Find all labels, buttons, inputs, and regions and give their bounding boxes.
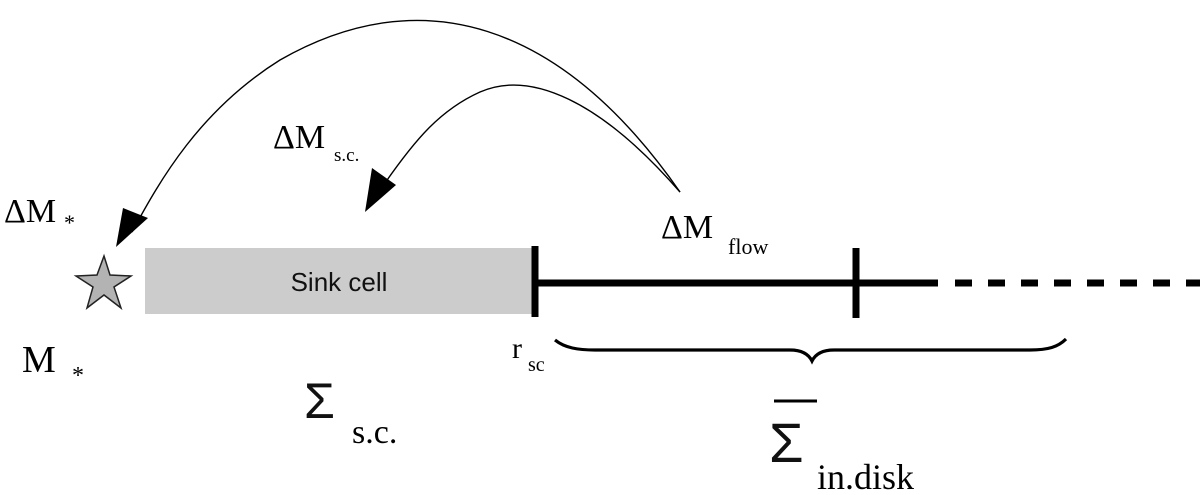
sink-cell-label: Sink cell — [291, 267, 388, 297]
svg-text:sc: sc — [528, 354, 545, 376]
delta-m-star-label: ΔM * — [4, 193, 75, 235]
svg-text:in.disk: in.disk — [817, 457, 914, 495]
arrowhead-to-sink-cell — [365, 168, 396, 212]
svg-text:Σ: Σ — [304, 373, 335, 429]
svg-text:ΔM: ΔM — [273, 119, 325, 156]
rsc-label: r sc — [512, 332, 545, 376]
svg-text:flow: flow — [728, 234, 768, 259]
svg-text:M: M — [22, 339, 56, 381]
curly-brace — [554, 337, 1068, 365]
sink-cell-box — [145, 248, 533, 314]
svg-text:ΔM: ΔM — [4, 193, 56, 230]
star-icon — [73, 253, 134, 311]
arrowhead-to-star — [116, 208, 148, 247]
sigma-sc-label: Σ s.c. — [304, 373, 397, 451]
svg-text:Σ: Σ — [769, 411, 804, 474]
svg-text:s.c.: s.c. — [334, 145, 359, 166]
svg-text:*: * — [64, 210, 75, 235]
arc-to-sink-cell — [384, 84, 681, 193]
delta-m-sc-label: ΔM s.c. — [273, 119, 359, 166]
svg-text:*: * — [72, 363, 84, 389]
svg-text:ΔM: ΔM — [661, 209, 713, 246]
sigma-in-disk-label: Σ in.disk — [769, 399, 914, 495]
delta-m-flow-label: ΔM flow — [661, 209, 768, 259]
svg-text:r: r — [512, 332, 522, 365]
m-star-label: M * — [22, 339, 84, 389]
arc-to-star — [131, 19, 681, 233]
svg-text:s.c.: s.c. — [352, 414, 397, 451]
